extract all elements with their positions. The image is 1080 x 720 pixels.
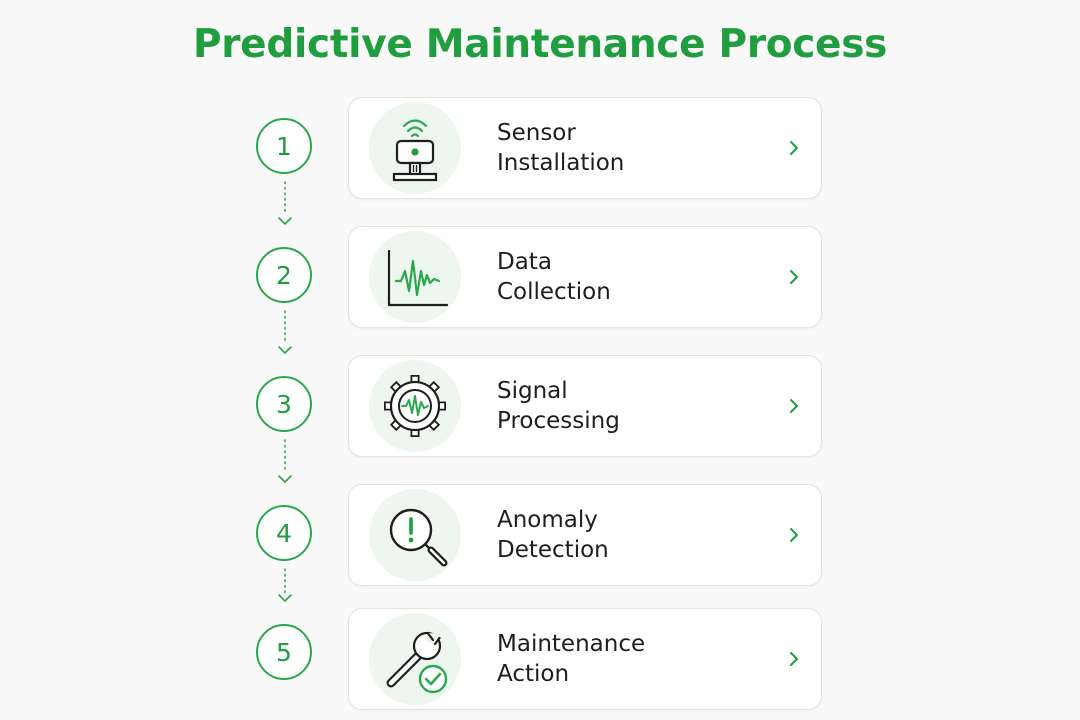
waveform-chart-icon <box>369 231 461 323</box>
dotted-arrow-connector <box>278 439 292 483</box>
step-label: Signal Processing <box>497 378 620 434</box>
step-label: Anomaly Detection <box>497 507 609 563</box>
step-card[interactable]: Signal Processing <box>348 355 822 457</box>
step-number: 1 <box>276 131 292 161</box>
step-number-circle: 1 <box>256 118 312 174</box>
step-card[interactable]: Data Collection <box>348 226 822 328</box>
sensor-icon <box>369 102 461 194</box>
dotted-arrow-connector <box>278 181 292 225</box>
dotted-arrow-connector <box>278 310 292 354</box>
step-label: Sensor Installation <box>497 120 625 176</box>
step-label: Data Collection <box>497 249 611 305</box>
step-card[interactable]: Sensor Installation <box>348 97 822 199</box>
magnifier-alert-icon <box>369 489 461 581</box>
chevron-right-icon <box>790 141 798 155</box>
dotted-arrow-connector <box>278 568 292 602</box>
gear-signal-icon <box>369 360 461 452</box>
step-number: 4 <box>276 518 292 548</box>
page-title: Predictive Maintenance Process <box>192 22 888 67</box>
step-number: 5 <box>276 637 292 667</box>
chevron-right-icon <box>790 528 798 542</box>
step-label: Maintenance Action <box>497 631 646 687</box>
step-card[interactable]: Anomaly Detection <box>348 484 822 586</box>
wrench-check-icon <box>369 613 461 705</box>
step-number-circle: 3 <box>256 376 312 432</box>
step-number-circle: 2 <box>256 247 312 303</box>
chevron-right-icon <box>790 652 798 666</box>
chevron-right-icon <box>790 399 798 413</box>
step-number: 2 <box>276 260 292 290</box>
step-number-circle: 5 <box>256 624 312 680</box>
step-number: 3 <box>276 389 292 419</box>
step-number-circle: 4 <box>256 505 312 561</box>
chevron-right-icon <box>790 270 798 284</box>
step-card[interactable]: Maintenance Action <box>348 608 822 710</box>
